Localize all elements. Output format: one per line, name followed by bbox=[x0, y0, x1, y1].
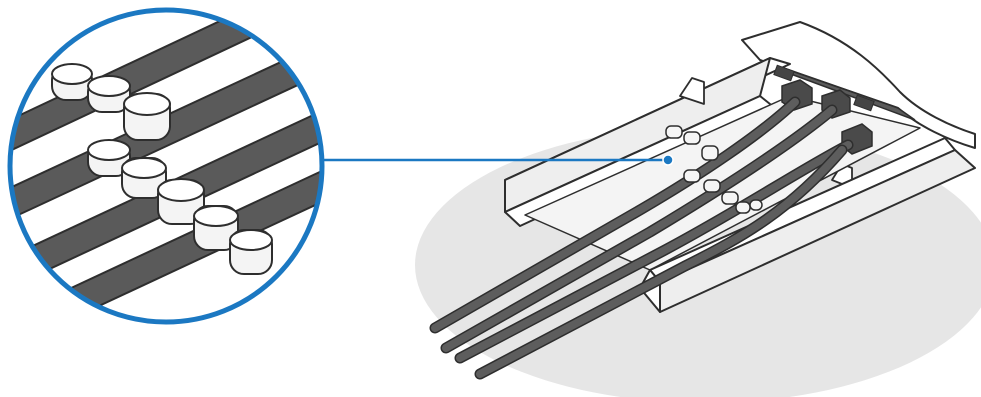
zoom-detail bbox=[0, 0, 340, 322]
tray-clip-4 bbox=[684, 170, 700, 182]
zoom-clip-1 bbox=[52, 64, 92, 100]
tray-clip-2 bbox=[684, 132, 700, 144]
zoom-clip-3 bbox=[124, 93, 170, 140]
tray-clip-5 bbox=[704, 180, 720, 192]
tray-clip-1 bbox=[666, 126, 682, 138]
tray-clip-3 bbox=[702, 146, 718, 160]
zoom-clip-8 bbox=[230, 230, 272, 274]
tray-clip-7 bbox=[736, 202, 750, 213]
tray-clip-8 bbox=[750, 200, 762, 210]
callout-anchor-dot bbox=[663, 155, 673, 165]
tray-clip-6 bbox=[722, 192, 738, 204]
